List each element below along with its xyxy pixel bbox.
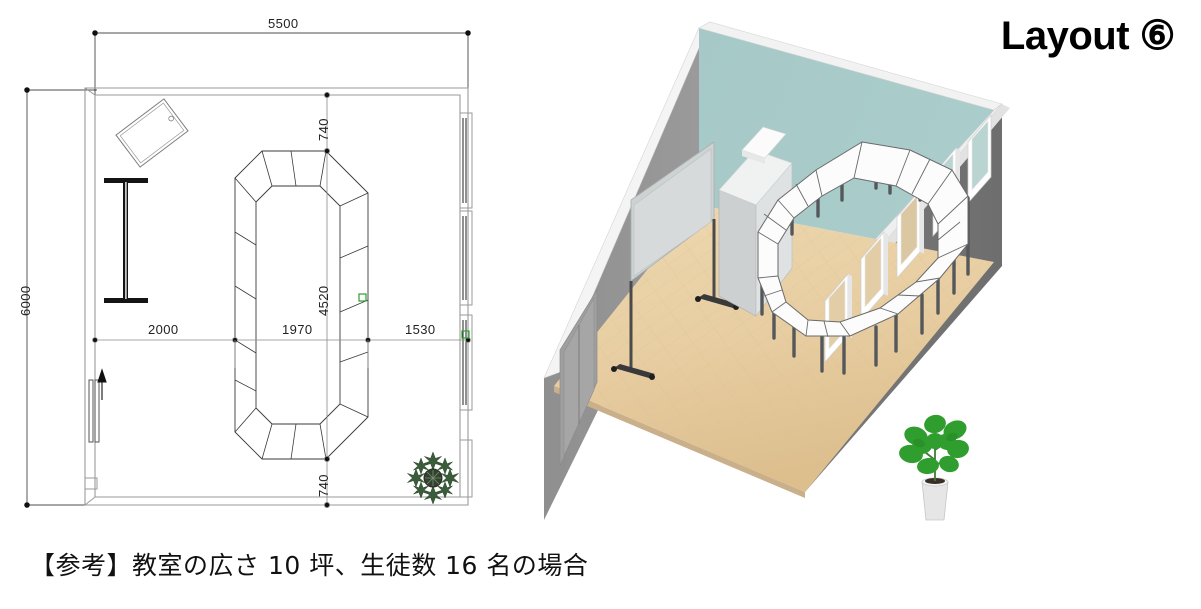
dim-bottom-gap: 740 [316,474,331,497]
potted-plant [407,451,459,505]
window-wall [460,112,472,411]
dim-overall-height: 6000 [18,285,33,316]
trapezoid-table-ring [234,150,369,460]
mobile-whiteboard-3d [611,141,739,380]
plan-dimension-guides [92,92,471,508]
floor-plan-panel: 5500 6000 740 740 4520 2000 1970 1530 [0,0,540,540]
table-seams [757,141,969,338]
perspective-svg [543,21,1010,521]
caption-text: 【参考】教室の広さ 10 坪、生徒数 16 名の場合 [30,551,589,580]
dim-table-width: 1970 [282,322,313,337]
dim-table-length: 4520 [316,285,331,316]
dim-left-clearance: 2000 [148,322,179,337]
green-snap-marker [358,293,470,339]
mobile-whiteboard [104,178,148,303]
potted-plant-3d [899,414,969,521]
page-title: Layout ⑥ [1000,14,1176,58]
window-frames [460,112,473,498]
storage-cabinet [115,98,189,168]
sliding-door [85,368,107,490]
floor-plan-svg [24,30,473,508]
dimension-lines [24,30,471,508]
perspective-panel [524,0,1201,586]
dim-top-gap: 740 [316,118,331,141]
floor-edge [554,386,805,498]
dim-overall-width: 5500 [268,16,299,31]
table-ring-3d [757,141,970,375]
sliding-door-3d [559,288,598,467]
dim-right-clearance: 1530 [405,322,436,337]
